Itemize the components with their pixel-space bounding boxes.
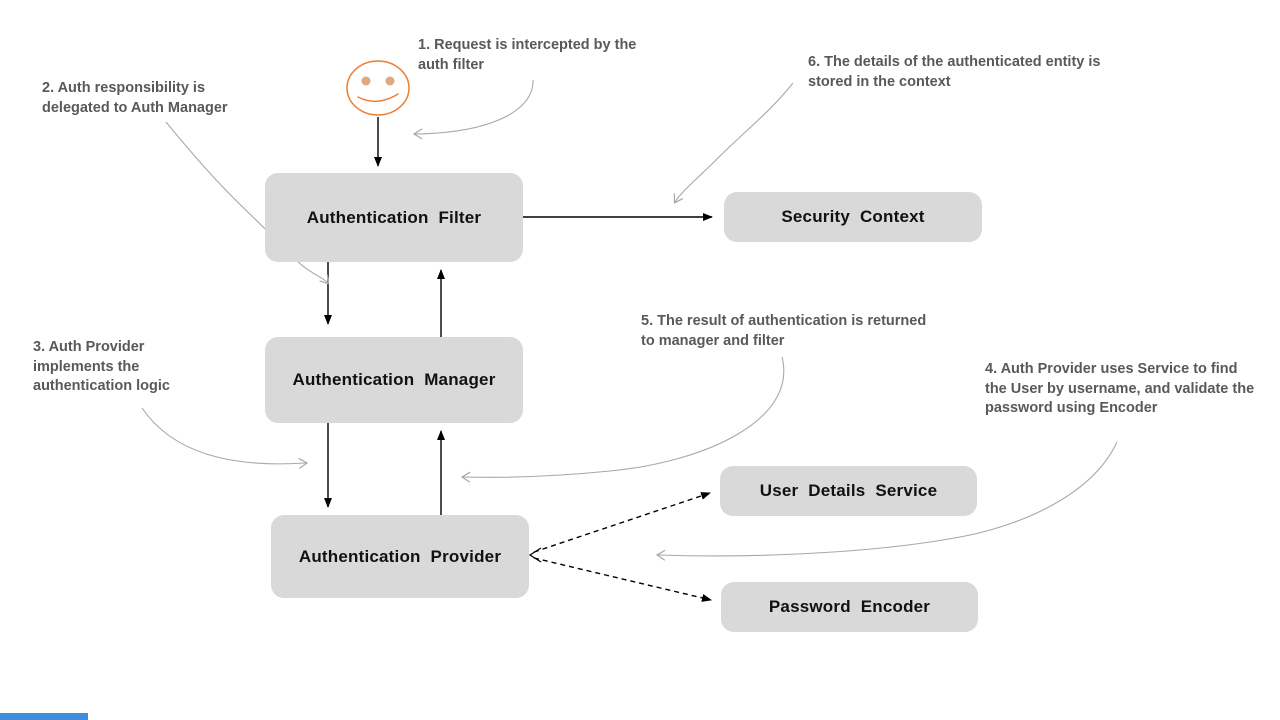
callout-curve-1	[412, 79, 534, 140]
annotation-1: 1. Request is intercepted by the auth fi…	[418, 37, 637, 73]
dashed-arrow-provider-to-user-details-service	[533, 492, 711, 553]
annotation-2: 2. Auth responsibility is delegated to A…	[42, 80, 228, 116]
annotation-6: 6. The details of the authenticated enti…	[808, 54, 1101, 90]
callout-curve-6	[673, 82, 794, 204]
callout-curve-4	[655, 441, 1118, 561]
annotation-5: 5. The result of authentication is retur…	[641, 313, 927, 349]
callout-curve-5	[460, 356, 785, 483]
user-details-service-box: User Details Service	[720, 466, 977, 516]
dashed-arrow-provider-to-password-encoder	[533, 557, 712, 602]
smiley-user-icon	[346, 60, 410, 116]
password-encoder-box: Password Encoder	[721, 582, 978, 632]
callout-curve-3	[141, 407, 309, 469]
annotation-4: 4. Auth Provider uses Service to find th…	[985, 361, 1255, 417]
video-progress-bar[interactable]	[0, 713, 88, 720]
authentication-provider-box: Authentication Provider	[271, 515, 529, 598]
security-context-box: Security Context	[724, 192, 982, 242]
authentication-manager-box: Authentication Manager	[265, 337, 523, 423]
authentication-filter-box: Authentication Filter	[265, 173, 523, 262]
dashed-arrowhead-at-provider	[528, 547, 542, 563]
annotation-3: 3. Auth Provider implements the authenti…	[33, 339, 170, 395]
